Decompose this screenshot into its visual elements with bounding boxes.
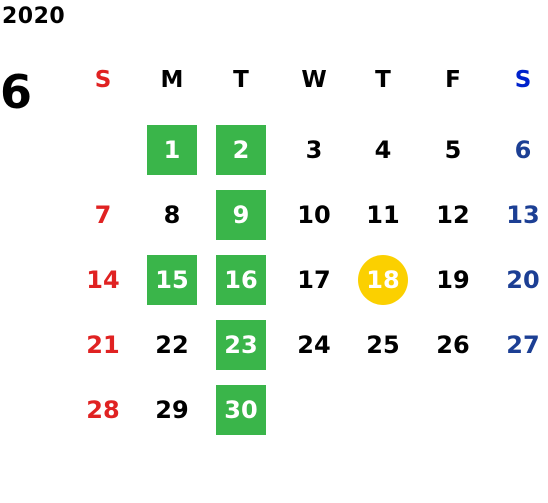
calendar-day[interactable]: 5 xyxy=(444,136,462,164)
calendar-day[interactable]: 4 xyxy=(374,136,392,164)
calendar-day[interactable]: 28 xyxy=(86,396,120,424)
calendar-day[interactable]: 22 xyxy=(155,331,189,359)
calendar-day[interactable]: 23 xyxy=(216,320,266,370)
calendar-day[interactable]: 24 xyxy=(297,331,331,359)
calendar-day[interactable]: 13 xyxy=(506,201,540,229)
calendar-day[interactable]: 27 xyxy=(506,331,540,359)
calendar-day-today[interactable]: 18 xyxy=(358,255,408,305)
calendar-day[interactable]: 14 xyxy=(86,266,120,294)
calendar-day[interactable]: 10 xyxy=(297,201,331,229)
calendar-day[interactable]: 11 xyxy=(366,201,400,229)
weekday-header: T xyxy=(233,67,249,93)
calendar-day[interactable]: 21 xyxy=(86,331,120,359)
weekday-header: M xyxy=(160,67,184,93)
calendar-day[interactable]: 17 xyxy=(297,266,331,294)
calendar-day[interactable]: 30 xyxy=(216,385,266,435)
month-label: 6 xyxy=(0,65,33,119)
weekday-header: W xyxy=(301,67,327,93)
calendar-day[interactable]: 16 xyxy=(216,255,266,305)
calendar-day[interactable]: 12 xyxy=(436,201,470,229)
calendar-day[interactable]: 9 xyxy=(216,190,266,240)
calendar-day[interactable]: 1 xyxy=(147,125,197,175)
calendar-day[interactable]: 6 xyxy=(514,136,532,164)
calendar-day[interactable]: 20 xyxy=(506,266,540,294)
calendar-day[interactable]: 29 xyxy=(155,396,189,424)
weekday-header: S xyxy=(514,67,532,93)
calendar-day[interactable]: 26 xyxy=(436,331,470,359)
weekday-header: S xyxy=(94,67,112,93)
calendar-day[interactable]: 7 xyxy=(94,201,112,229)
calendar-day[interactable]: 19 xyxy=(436,266,470,294)
weekday-header: T xyxy=(375,67,391,93)
year-label: 2020 xyxy=(2,4,66,29)
calendar-day[interactable]: 8 xyxy=(163,201,181,229)
weekday-header: F xyxy=(445,67,461,93)
calendar-day[interactable]: 15 xyxy=(147,255,197,305)
calendar-day[interactable]: 2 xyxy=(216,125,266,175)
calendar-day[interactable]: 25 xyxy=(366,331,400,359)
calendar-day[interactable]: 3 xyxy=(305,136,323,164)
